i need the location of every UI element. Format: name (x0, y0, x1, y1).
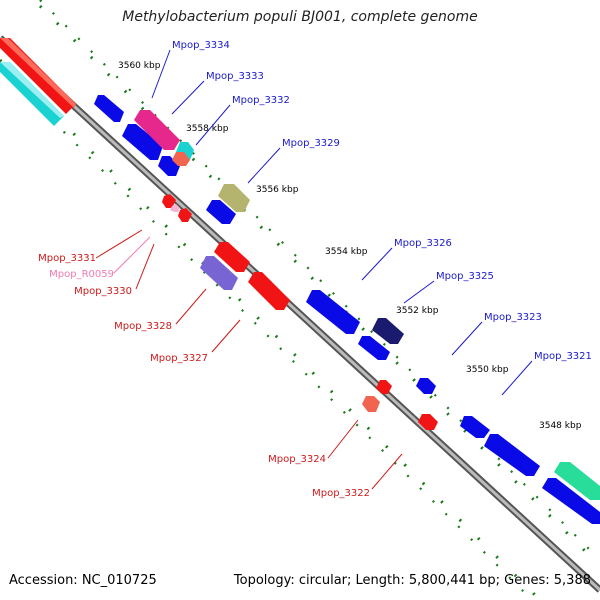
genome-backbone (0, 35, 600, 593)
tick-label-3560: 3560 kbp (118, 61, 161, 71)
gene-label-3323[interactable]: Mpop_3323 (484, 312, 542, 323)
gene-label-3330[interactable]: Mpop_3330 (74, 286, 132, 297)
gene-labels: Mpop_3334 Mpop_3333 Mpop_3332 Mpop_3329 … (38, 40, 592, 499)
gene-block-3329 (206, 200, 236, 224)
gene-block-3322 (418, 414, 438, 430)
left-outer-genes (0, 38, 76, 126)
gene-block-navy (372, 318, 404, 344)
tick-label-3548: 3548 kbp (539, 421, 582, 431)
gene-block-3333 (122, 124, 163, 160)
leader-3331 (95, 229, 143, 259)
gene-block-3324-salmon (362, 396, 380, 412)
reverse-genes (162, 194, 438, 430)
leader-3330 (135, 243, 155, 290)
gene-label-3334[interactable]: Mpop_3334 (172, 40, 230, 51)
gene-block-3331 (162, 194, 176, 208)
gene-block-3326 (306, 290, 360, 334)
gene-block-3321 (542, 478, 600, 524)
leader-3324 (327, 419, 359, 459)
leader-3329 (247, 147, 281, 184)
leader-3322 (371, 453, 403, 490)
forward-genes (94, 95, 600, 524)
gene-band-red-left-top (0, 38, 76, 108)
gene-block-mint (554, 462, 600, 500)
tick-label-3554: 3554 kbp (325, 247, 368, 257)
gene-band-cyan-left-top (0, 62, 64, 118)
leader-3328 (175, 288, 207, 325)
gene-block-3330 (178, 208, 192, 222)
gene-band-cyan-left (0, 62, 64, 126)
gene-label-3321[interactable]: Mpop_3321 (534, 351, 592, 362)
gene-block-3323 (460, 416, 490, 438)
gene-block-magenta (134, 110, 180, 150)
accession-text: Accession: NC_010725 (9, 573, 157, 588)
gene-block-3325 (416, 378, 436, 394)
tick-track-lower-dense (0, 58, 542, 600)
leader-3334 (151, 49, 171, 99)
gene-block-3326b (358, 336, 390, 360)
gene-label-3332[interactable]: Mpop_3332 (232, 95, 290, 106)
gene-label-3331[interactable]: Mpop_3331 (38, 253, 96, 264)
leader-r0059 (113, 236, 151, 274)
map-title: Methylobacterium populi BJ001, complete … (122, 9, 478, 25)
tick-track-lower (0, 67, 531, 599)
gene-label-3326[interactable]: Mpop_3326 (394, 238, 452, 249)
tick-labels: 3560 kbp 3558 kbp 3556 kbp 3554 kbp 3552… (118, 61, 582, 431)
tick-label-3556: 3556 kbp (256, 185, 299, 195)
gene-block-3328-red (214, 242, 250, 272)
gene-block-salmon-small (172, 152, 190, 166)
leader-3333 (171, 80, 205, 115)
gene-block-3323b (484, 434, 540, 476)
gene-block-r0059 (170, 204, 180, 212)
gene-label-3324[interactable]: Mpop_3324 (268, 454, 326, 465)
gene-block-olive (218, 184, 250, 212)
leader-3323 (451, 321, 483, 356)
gene-block-3334 (94, 95, 124, 122)
gene-label-3328[interactable]: Mpop_3328 (114, 321, 172, 332)
gene-block-lavender (200, 256, 238, 290)
genome-summary-text: Topology: circular; Length: 5,800,441 bp… (233, 573, 591, 588)
leader-lines (95, 49, 533, 490)
leader-3321 (501, 360, 533, 396)
leader-3332 (195, 104, 231, 146)
gene-label-3329[interactable]: Mpop_3329 (282, 138, 340, 149)
tick-track-inner-upper (39, 0, 600, 561)
gene-label-3333[interactable]: Mpop_3333 (206, 71, 264, 82)
gene-label-3325[interactable]: Mpop_3325 (436, 271, 494, 282)
gene-block-3324-red (376, 380, 392, 394)
gene-band-red-left (0, 38, 76, 114)
gene-label-r0059[interactable]: Mpop_R0059 (49, 269, 114, 280)
tick-label-3552: 3552 kbp (396, 306, 439, 316)
gene-block-3327 (248, 272, 290, 310)
tick-label-3550: 3550 kbp (466, 365, 509, 375)
tick-label-3558: 3558 kbp (186, 124, 229, 134)
gene-label-3322[interactable]: Mpop_3322 (312, 488, 370, 499)
leader-3326 (361, 247, 393, 281)
gene-label-3327[interactable]: Mpop_3327 (150, 353, 208, 364)
leader-3325 (403, 280, 435, 304)
leader-3327 (211, 319, 241, 353)
